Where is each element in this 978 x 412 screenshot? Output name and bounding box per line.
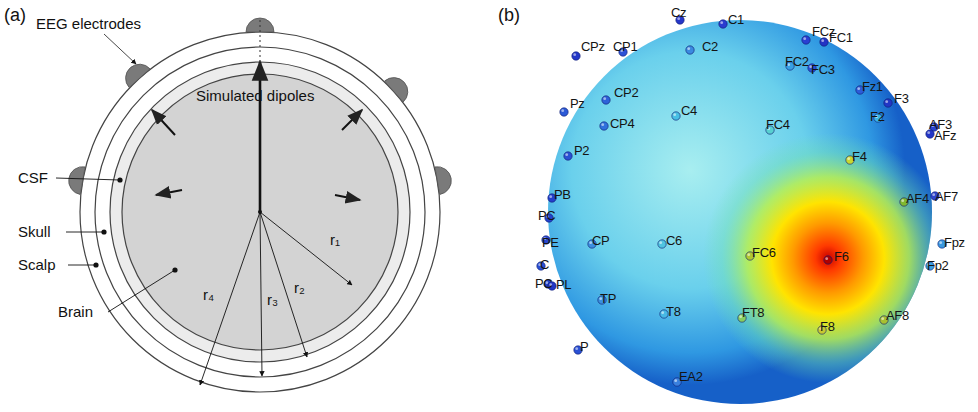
electrode-name: PC	[538, 209, 555, 222]
dot-highlight	[549, 195, 552, 198]
radius-label: r₃	[267, 292, 278, 307]
electrode-name: F3	[894, 92, 909, 105]
electrode-name: FC2	[785, 55, 809, 68]
electrode-name: CP1	[613, 40, 637, 53]
electrode-name: P	[580, 340, 588, 353]
dot-highlight	[932, 193, 935, 196]
electrode-cap	[384, 72, 413, 102]
electrode-cap	[435, 164, 454, 194]
electrode-dot	[564, 152, 572, 160]
electrode-dot	[602, 96, 610, 104]
dot-highlight	[661, 311, 664, 314]
layer-label: CSF	[18, 170, 48, 185]
radius-label: r₄	[203, 287, 214, 302]
electrode-dot	[802, 36, 810, 44]
dot-highlight	[901, 199, 904, 202]
dot-highlight	[674, 379, 677, 382]
electrode-name: C1	[728, 13, 744, 26]
electrode-name: Fpz	[944, 236, 965, 249]
electrode-name: F8	[820, 320, 835, 333]
panel-letter: (b)	[498, 6, 520, 24]
electrode-name: FC4	[766, 118, 790, 131]
dot-highlight	[825, 257, 828, 260]
electrode-dot	[820, 38, 828, 46]
dot-highlight	[739, 315, 742, 318]
dot-highlight	[673, 113, 676, 116]
electrode-dot	[658, 240, 666, 248]
electrode-dot	[719, 20, 727, 28]
electrode-name: Pz	[570, 97, 585, 110]
electrode-name: CP	[592, 234, 609, 247]
radius-label: r₂	[294, 280, 305, 295]
electrode-name: TP	[600, 292, 616, 305]
electrode-dot	[824, 256, 832, 264]
electrode-name: C	[540, 258, 549, 271]
electrode-name: FC6	[752, 246, 776, 259]
electrode-name: PE	[542, 236, 559, 249]
layer-label: Skull	[18, 224, 51, 239]
electrode-name: PB	[554, 188, 571, 201]
dot-highlight	[747, 253, 750, 256]
electrode-cap	[66, 164, 85, 194]
electrode-name: C4	[681, 104, 697, 117]
electrode-name: T8	[666, 305, 681, 318]
dot-highlight	[589, 241, 592, 244]
electrode-name: F4	[852, 150, 867, 163]
dot-highlight	[659, 241, 662, 244]
electrode-dot	[572, 52, 580, 60]
electrode-name: Fz1	[862, 80, 883, 93]
electrode-name: AFz	[934, 129, 956, 142]
dot-highlight	[720, 21, 723, 24]
electrode-name: C6	[666, 234, 682, 247]
electrode-dot	[884, 99, 892, 107]
dot-highlight	[601, 123, 604, 126]
dot-highlight	[803, 37, 806, 40]
electrode-name: CP4	[610, 117, 634, 130]
electrode-dot	[672, 112, 680, 120]
electrode-name: FC1	[829, 31, 853, 44]
electrode-name: P2	[574, 144, 589, 157]
dipole-label: Simulated dipoles	[196, 88, 314, 103]
dot-highlight	[561, 109, 564, 112]
electrode-name: CP2	[614, 86, 638, 99]
electrode-name: PC	[535, 277, 552, 290]
dot-highlight	[857, 87, 860, 90]
electrode-name: CPz	[581, 40, 605, 53]
electrode-name: F2	[870, 110, 885, 123]
electrode-dot	[600, 122, 608, 130]
dot-highlight	[603, 97, 606, 100]
layer-label: Brain	[58, 304, 93, 319]
electrode-name: Cz	[671, 6, 686, 19]
electrode-name: AF7	[935, 190, 958, 203]
dot-highlight	[939, 241, 942, 244]
electrode-name: AF8	[886, 309, 909, 322]
dot-highlight	[881, 317, 884, 320]
dot-highlight	[821, 39, 824, 42]
dot-highlight	[565, 153, 568, 156]
layer-label: Scalp	[18, 257, 56, 272]
electrode-name: FT8	[742, 306, 764, 319]
electrode-dot	[560, 108, 568, 116]
electrode-dot	[926, 130, 934, 138]
electrode-name: FC3	[811, 63, 835, 76]
electrode-name: Fp2	[927, 259, 949, 272]
electrode-name: C2	[702, 40, 718, 53]
dot-highlight	[687, 47, 690, 50]
electrode-label: EEG electrodes	[36, 16, 141, 31]
electrode-name: EA2	[679, 370, 703, 383]
panel-letter: (a)	[4, 6, 26, 24]
electrode-name: PL	[556, 278, 571, 291]
dot-highlight	[575, 347, 578, 350]
electrode-name: AF4	[906, 192, 929, 205]
dot-highlight	[847, 157, 850, 160]
electrode-dot	[686, 46, 694, 54]
dot-highlight	[573, 53, 576, 56]
radius-label: r₁	[330, 232, 340, 247]
dot-highlight	[927, 131, 930, 134]
electrode-name: F6	[834, 250, 849, 263]
dot-highlight	[885, 100, 888, 103]
